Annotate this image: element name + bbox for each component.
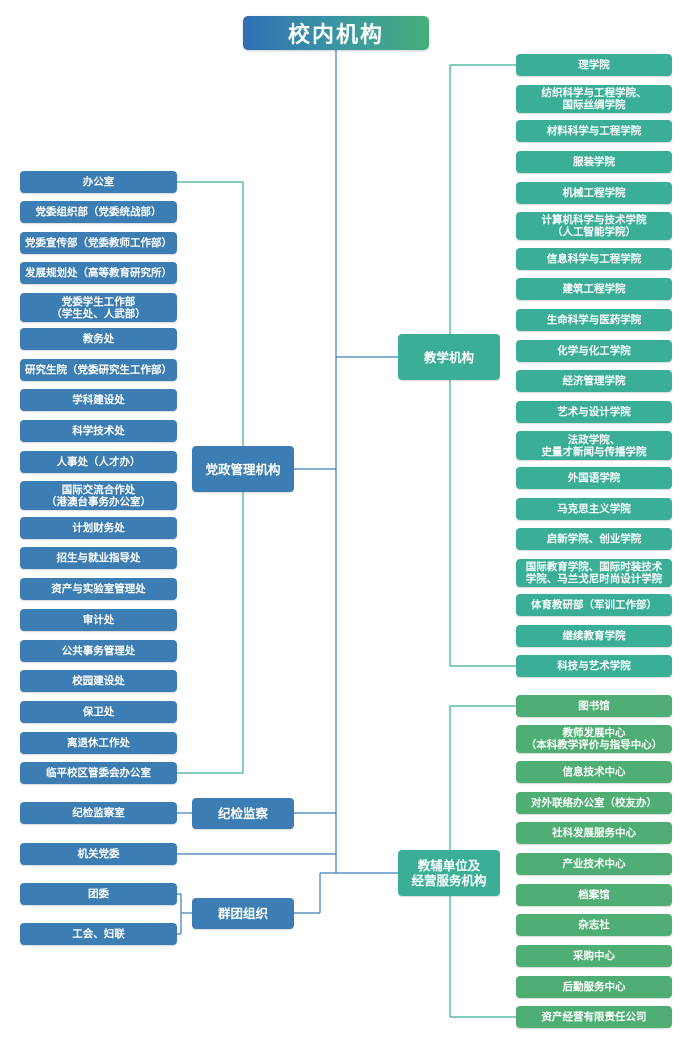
- support-unit[interactable]: 杂志社: [516, 914, 672, 936]
- party-admin-unit[interactable]: 党委宣传部（党委教师工作部）: [20, 232, 177, 254]
- teaching-unit[interactable]: 纺织科学与工程学院、 国际丝绸学院: [516, 85, 672, 113]
- category-support-services[interactable]: 教辅单位及 经营服务机构: [398, 850, 500, 896]
- party-admin-unit[interactable]: 审计处: [20, 609, 177, 631]
- support-unit[interactable]: 档案馆: [516, 884, 672, 906]
- teaching-unit[interactable]: 国际教育学院、国际时装技术 学院、马兰戈尼时尚设计学院: [516, 559, 672, 587]
- teaching-unit[interactable]: 生命科学与医药学院: [516, 309, 672, 331]
- support-unit[interactable]: 图书馆: [516, 695, 672, 717]
- teaching-unit[interactable]: 马克思主义学院: [516, 498, 672, 520]
- teaching-unit[interactable]: 机械工程学院: [516, 182, 672, 204]
- teaching-unit[interactable]: 服装学院: [516, 151, 672, 173]
- teaching-unit[interactable]: 继续教育学院: [516, 625, 672, 647]
- teaching-unit[interactable]: 化学与化工学院: [516, 340, 672, 362]
- party-admin-unit[interactable]: 资产与实验室管理处: [20, 578, 177, 600]
- mass-org-unit[interactable]: 团委: [20, 883, 177, 905]
- support-unit[interactable]: 产业技术中心: [516, 853, 672, 875]
- party-admin-unit[interactable]: 办公室: [20, 171, 177, 193]
- party-admin-unit[interactable]: 党委学生工作部 （学生处、人武部）: [20, 293, 177, 322]
- teaching-unit[interactable]: 体育教研部（军训工作部）: [516, 594, 672, 616]
- party-admin-unit[interactable]: 国际交流合作处 （港澳台事务办公室）: [20, 481, 177, 510]
- teaching-unit[interactable]: 经济管理学院: [516, 370, 672, 392]
- party-admin-unit[interactable]: 公共事务管理处: [20, 640, 177, 662]
- party-admin-unit[interactable]: 计划财务处: [20, 517, 177, 539]
- category-teaching[interactable]: 教学机构: [398, 334, 500, 380]
- support-unit[interactable]: 采购中心: [516, 945, 672, 967]
- teaching-unit[interactable]: 外国语学院: [516, 467, 672, 489]
- party-admin-unit[interactable]: 招生与就业指导处: [20, 547, 177, 569]
- category-discipline[interactable]: 纪检监察: [192, 798, 294, 829]
- teaching-unit[interactable]: 材料科学与工程学院: [516, 120, 672, 142]
- support-unit[interactable]: 后勤服务中心: [516, 976, 672, 998]
- teaching-unit[interactable]: 理学院: [516, 54, 672, 76]
- party-admin-unit[interactable]: 保卫处: [20, 701, 177, 723]
- support-unit[interactable]: 社科发展服务中心: [516, 822, 672, 844]
- party-admin-unit[interactable]: 教务处: [20, 328, 177, 350]
- teaching-unit[interactable]: 建筑工程学院: [516, 278, 672, 300]
- party-admin-unit[interactable]: 临平校区管委会办公室: [20, 762, 177, 784]
- teaching-unit[interactable]: 法政学院、 史量才新闻与传播学院: [516, 431, 672, 460]
- mass-org-unit[interactable]: 工会、妇联: [20, 923, 177, 945]
- support-unit[interactable]: 教师发展中心 （本科教学评价与指导中心）: [516, 725, 672, 753]
- teaching-unit[interactable]: 启新学院、创业学院: [516, 528, 672, 550]
- party-admin-unit[interactable]: 离退休工作处: [20, 732, 177, 754]
- party-admin-unit[interactable]: 校园建设处: [20, 670, 177, 692]
- party-admin-unit[interactable]: 学科建设处: [20, 389, 177, 411]
- teaching-unit[interactable]: 艺术与设计学院: [516, 401, 672, 423]
- category-mass-org[interactable]: 群团组织: [192, 898, 294, 929]
- category-party-admin[interactable]: 党政管理机构: [192, 446, 294, 492]
- teaching-unit[interactable]: 计算机科学与技术学院 （人工智能学院）: [516, 212, 672, 240]
- discipline-unit[interactable]: 纪检监察室: [20, 802, 177, 824]
- teaching-unit[interactable]: 科技与艺术学院: [516, 655, 672, 677]
- party-admin-unit[interactable]: 发展规划处（高等教育研究所）: [20, 262, 177, 284]
- party-admin-unit[interactable]: 党委组织部（党委统战部）: [20, 201, 177, 223]
- party-committee-unit[interactable]: 机关党委: [20, 843, 177, 865]
- party-admin-unit[interactable]: 科学技术处: [20, 420, 177, 442]
- page-title: 校内机构: [243, 16, 429, 50]
- support-unit[interactable]: 信息技术中心: [516, 761, 672, 783]
- teaching-unit[interactable]: 信息科学与工程学院: [516, 248, 672, 270]
- support-unit[interactable]: 对外联络办公室（校友办）: [516, 792, 672, 814]
- support-unit[interactable]: 资产经营有限责任公司: [516, 1006, 672, 1028]
- party-admin-unit[interactable]: 研究生院（党委研究生工作部）: [20, 359, 177, 381]
- party-admin-unit[interactable]: 人事处（人才办）: [20, 451, 177, 473]
